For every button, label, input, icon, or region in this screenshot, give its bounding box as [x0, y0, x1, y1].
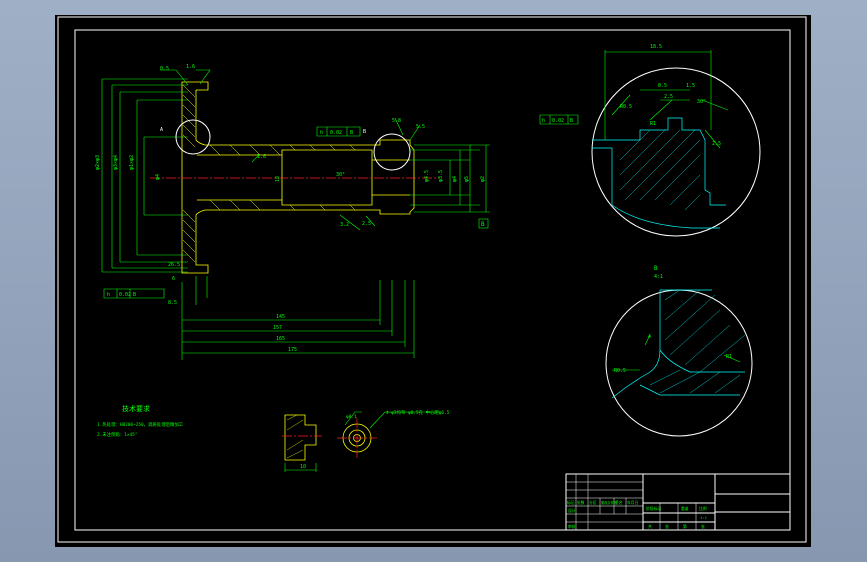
tb-cell-5: 签名 [615, 500, 623, 505]
tol-frame-1-value: 0.02 [119, 292, 131, 298]
dim-chamfer-1: 1.6 [257, 154, 266, 160]
detail-a-dim-top: 18.5 [650, 44, 662, 50]
notes-line-2: 2.未注倒角：1×45° [97, 431, 137, 438]
detail-a-tol-symbol: h [542, 118, 545, 124]
title-block: 标记 处数 分区 更改文件号 签名 年月日 设计 审核 阶段标记 重量 比例 1… [565, 473, 791, 531]
tb-bottom-2: 张 [665, 524, 669, 529]
detail-a-r3: 2.5 [712, 141, 721, 147]
dim-low-3: 26.5 [168, 262, 180, 268]
detail-b-dim-3: R1 [726, 354, 732, 360]
dim-right-5: φ2 [480, 176, 486, 182]
detail-a-r1: R0.5 [620, 104, 632, 110]
tb-cell-6: 年月日 [627, 500, 639, 505]
detail-a-dim-2: 1.5 [686, 83, 695, 89]
detail-b-dim-2: R0.5 [614, 368, 626, 374]
notes-title: 技术要求 [122, 404, 150, 413]
dim-dia-2: φ3×φ4 [113, 155, 119, 170]
detail-a-r2: R1 [650, 121, 656, 127]
tol-frame-2-value: 0.02 [330, 130, 342, 136]
datum-label: B [481, 221, 485, 228]
dim-low-1: 6 [172, 276, 175, 282]
callout-b: B [363, 129, 366, 135]
dim-right-2: φ3.5 [438, 170, 444, 182]
tb-cell-2: 处数 [577, 500, 585, 505]
dim-right-3: φ4 [452, 176, 458, 182]
tol-frame-2-datum: B [350, 130, 353, 136]
dim-top-small-2: 1.6 [186, 64, 195, 70]
dim-top-small-1: 0.5 [160, 66, 169, 72]
detail-a-tol-value: 0.02 [552, 118, 564, 124]
callout-a: A [160, 127, 163, 133]
detail-a-tol-datum: B [570, 118, 573, 124]
tb-cell-4: 更改文件号 [601, 500, 617, 505]
dim-dia-3: φ1×φ2 [129, 155, 135, 170]
small-side-view: 10 [282, 414, 322, 472]
tb-bottom-4: 张 [701, 524, 705, 529]
dim-low-2: 8.5 [168, 300, 177, 306]
dim-dia-4: φ4 [155, 174, 161, 180]
tol-frame-2-symbol: h [320, 130, 323, 136]
tb-right-3: 比例 [699, 506, 707, 511]
tb-cell-3: 分区 [589, 500, 597, 505]
detail-b-view: B 4:1 4 R0.5 R1 [605, 265, 753, 437]
tb-cell-1: 标记 [567, 500, 575, 505]
tb-bottom-3: 第 [683, 524, 687, 529]
small-end-view: φ0.1 4-φ3均布 φ8.5孔 中心距φ6.5 [337, 409, 450, 458]
tb-right-4: 1:1 [700, 515, 708, 520]
tb-right-2: 重量 [681, 506, 689, 511]
dim-step-3: 2.5 [362, 221, 371, 227]
notes-line-1: 1.热处理：HB200~250，调质处理后精加工 [97, 421, 184, 428]
dim-dia-1: φ2×φ3 [95, 155, 101, 170]
dim-right-1: φ4.5 [424, 170, 430, 182]
detail-b-dim-1: 4 [648, 334, 651, 340]
detail-b-label: B [654, 265, 658, 272]
outer-border [57, 16, 807, 543]
dim-step-2: 5.5 [416, 124, 425, 130]
technical-notes: 技术要求 1.热处理：HB200~250，调质处理后精加工 2.未注倒角：1×4… [97, 404, 184, 438]
main-section-view: 0.5 1.6 φ2×φ3 φ3×φ4 φ1×φ2 φ4 18 φ4.5 φ3.… [95, 64, 490, 360]
tb-right-1: 阶段标记 [646, 506, 661, 511]
detail-a-view: 18.5 0.5 1.5 2.5 30° R0.5 R1 2.5 h 0.02 … [539, 44, 761, 237]
tb-bottom-1: 共 [648, 524, 652, 529]
dim-chamfer-2: 3.2 [340, 222, 349, 228]
inner-border [74, 29, 791, 531]
dim-right-4: φ5 [464, 176, 470, 182]
small-view-note: 4-φ3均布 φ8.5孔 中心距φ6.5 [386, 409, 450, 416]
dim-angle-1: 30° [336, 172, 345, 178]
detail-a-dim-3: 2.5 [664, 94, 673, 100]
dim-step-1: 5.8 [392, 118, 401, 124]
dim-len-4: 175 [288, 347, 297, 353]
small-view-dim-2: φ0.1 [346, 414, 357, 420]
dim-len-1: 145 [276, 314, 285, 320]
dim-bore: 18 [275, 176, 281, 182]
dim-len-3: 165 [276, 336, 285, 342]
detail-b-scale: 4:1 [654, 274, 663, 280]
drawing-sheet [55, 15, 811, 547]
tb-review: 审核 [568, 524, 576, 529]
detail-a-angle: 30° [697, 99, 706, 105]
tb-design: 设计 [568, 508, 576, 513]
small-view-dim-1: 10 [300, 464, 306, 470]
tol-frame-1-datum: B [133, 292, 136, 298]
dim-len-2: 157 [273, 325, 282, 331]
tol-frame-1-symbol: h [107, 292, 110, 298]
detail-a-dim-1: 0.5 [658, 83, 667, 89]
